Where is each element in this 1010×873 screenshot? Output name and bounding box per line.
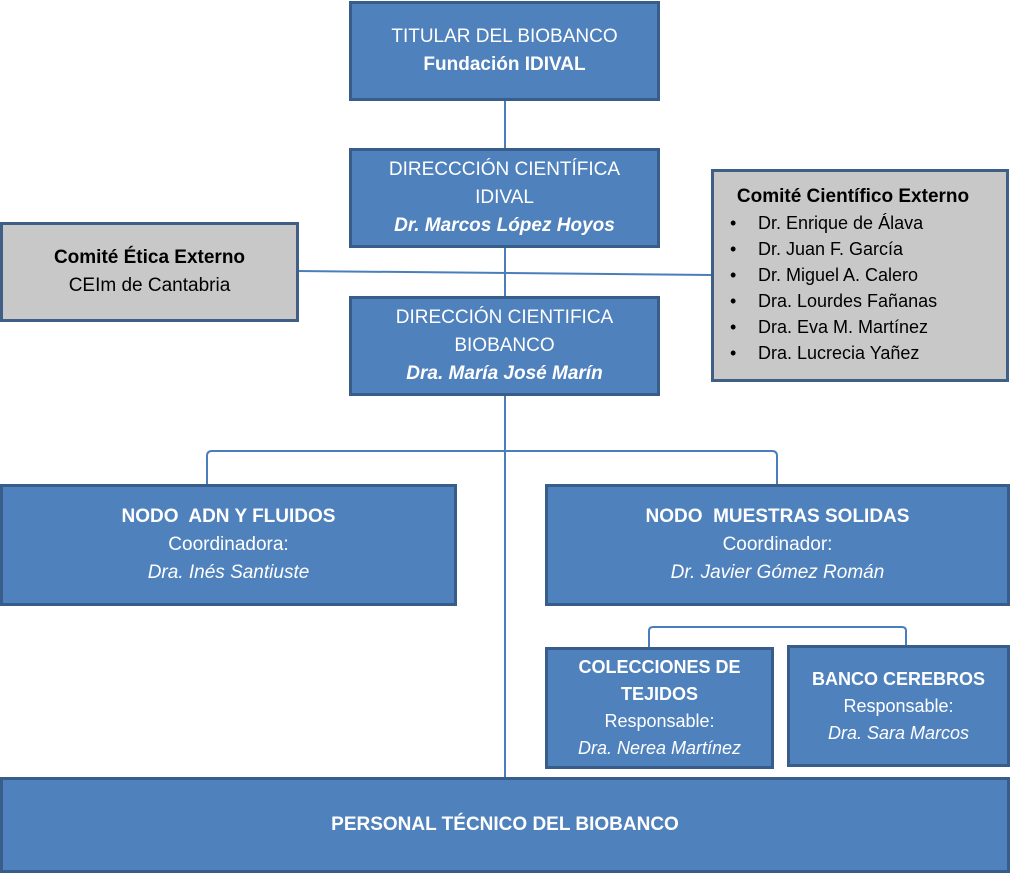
comite-members-list: Dr. Enrique de Álava Dr. Juan F. García … bbox=[728, 210, 937, 366]
nodo-solidas-box: NODO MUESTRAS SOLIDAS Coordinador: Dr. J… bbox=[545, 484, 1010, 606]
cerebros-box: BANCO CEREBROS Responsable: Dra. Sara Ma… bbox=[787, 645, 1010, 767]
cerebros-name: Dra. Sara Marcos bbox=[827, 722, 970, 743]
direccion-biobanco-title: DIRECCIÓN CIENTIFICA bbox=[395, 307, 614, 328]
connector-nodes-bracket bbox=[206, 450, 778, 486]
nodo-adn-title: NODO ADN Y FLUIDOS bbox=[121, 506, 336, 527]
direccion-idival-subtitle: IDIVAL bbox=[475, 187, 534, 208]
nodo-solidas-name: Dr. Javier Gómez Román bbox=[670, 562, 885, 583]
cerebros-title: BANCO CEREBROS bbox=[811, 668, 985, 689]
direccion-idival-title: DIRECCCIÓN CIENTÍFICA bbox=[388, 159, 621, 180]
connector-sub-bracket bbox=[648, 626, 907, 650]
comite-member: Dra. Lucrecia Yañez bbox=[728, 340, 937, 366]
direccion-idival-name: Dr. Marcos López Hoyos bbox=[394, 215, 615, 236]
direccion-biobanco-name: Dra. María José Marín bbox=[406, 363, 603, 384]
connector-etica-comite bbox=[296, 270, 713, 276]
comite-cientifico-box: Comité Científico Externo Dr. Enrique de… bbox=[711, 169, 1009, 382]
colecciones-role: Responsable: bbox=[604, 711, 715, 731]
comite-etica-title: Comité Ética Externo bbox=[53, 247, 246, 268]
comite-member: Dr. Miguel A. Calero bbox=[728, 262, 937, 288]
nodo-solidas-title: NODO MUESTRAS SOLIDAS bbox=[645, 506, 910, 527]
comite-member: Dr. Enrique de Álava bbox=[728, 210, 937, 236]
direccion-idival-box: DIRECCCIÓN CIENTÍFICA IDIVAL Dr. Marcos … bbox=[349, 148, 660, 248]
personal-tecnico-box: PERSONAL TÉCNICO DEL BIOBANCO bbox=[0, 777, 1010, 873]
nodo-adn-name: Dra. Inés Santiuste bbox=[147, 562, 310, 583]
comite-etica-box: Comité Ética Externo CEIm de Cantabria bbox=[0, 222, 299, 322]
nodo-adn-role: Coordinadora: bbox=[168, 534, 289, 555]
direccion-biobanco-box: DIRECCIÓN CIENTIFICA BIOBANCO Dra. María… bbox=[349, 296, 660, 396]
nodo-adn-box: NODO ADN Y FLUIDOS Coordinadora: Dra. In… bbox=[0, 484, 457, 606]
titular-title: TITULAR DEL BIOBANCO bbox=[391, 26, 618, 47]
titular-org: Fundación IDIVAL bbox=[423, 54, 586, 75]
comite-member: Dra. Eva M. Martínez bbox=[728, 314, 937, 340]
colecciones-title-2: TEJIDOS bbox=[620, 684, 699, 704]
colecciones-title: COLECCIONES DE bbox=[578, 657, 741, 677]
cerebros-role: Responsable: bbox=[843, 695, 954, 716]
direccion-biobanco-subtitle: BIOBANCO bbox=[454, 335, 555, 356]
colecciones-name: Dra. Nerea Martínez bbox=[577, 738, 742, 758]
comite-member: Dr. Juan F. García bbox=[728, 236, 937, 262]
personal-tecnico-title: PERSONAL TÉCNICO DEL BIOBANCO bbox=[331, 814, 679, 835]
comite-cientifico-title: Comité Científico Externo bbox=[736, 186, 970, 207]
comite-etica-sub: CEIm de Cantabria bbox=[68, 275, 231, 296]
nodo-solidas-role: Coordinador: bbox=[722, 534, 833, 555]
colecciones-box: COLECCIONES DE TEJIDOS Responsable: Dra.… bbox=[545, 647, 774, 769]
titular-box: TITULAR DEL BIOBANCO Fundación IDIVAL bbox=[349, 1, 660, 101]
comite-member: Dra. Lourdes Fañanas bbox=[728, 288, 937, 314]
